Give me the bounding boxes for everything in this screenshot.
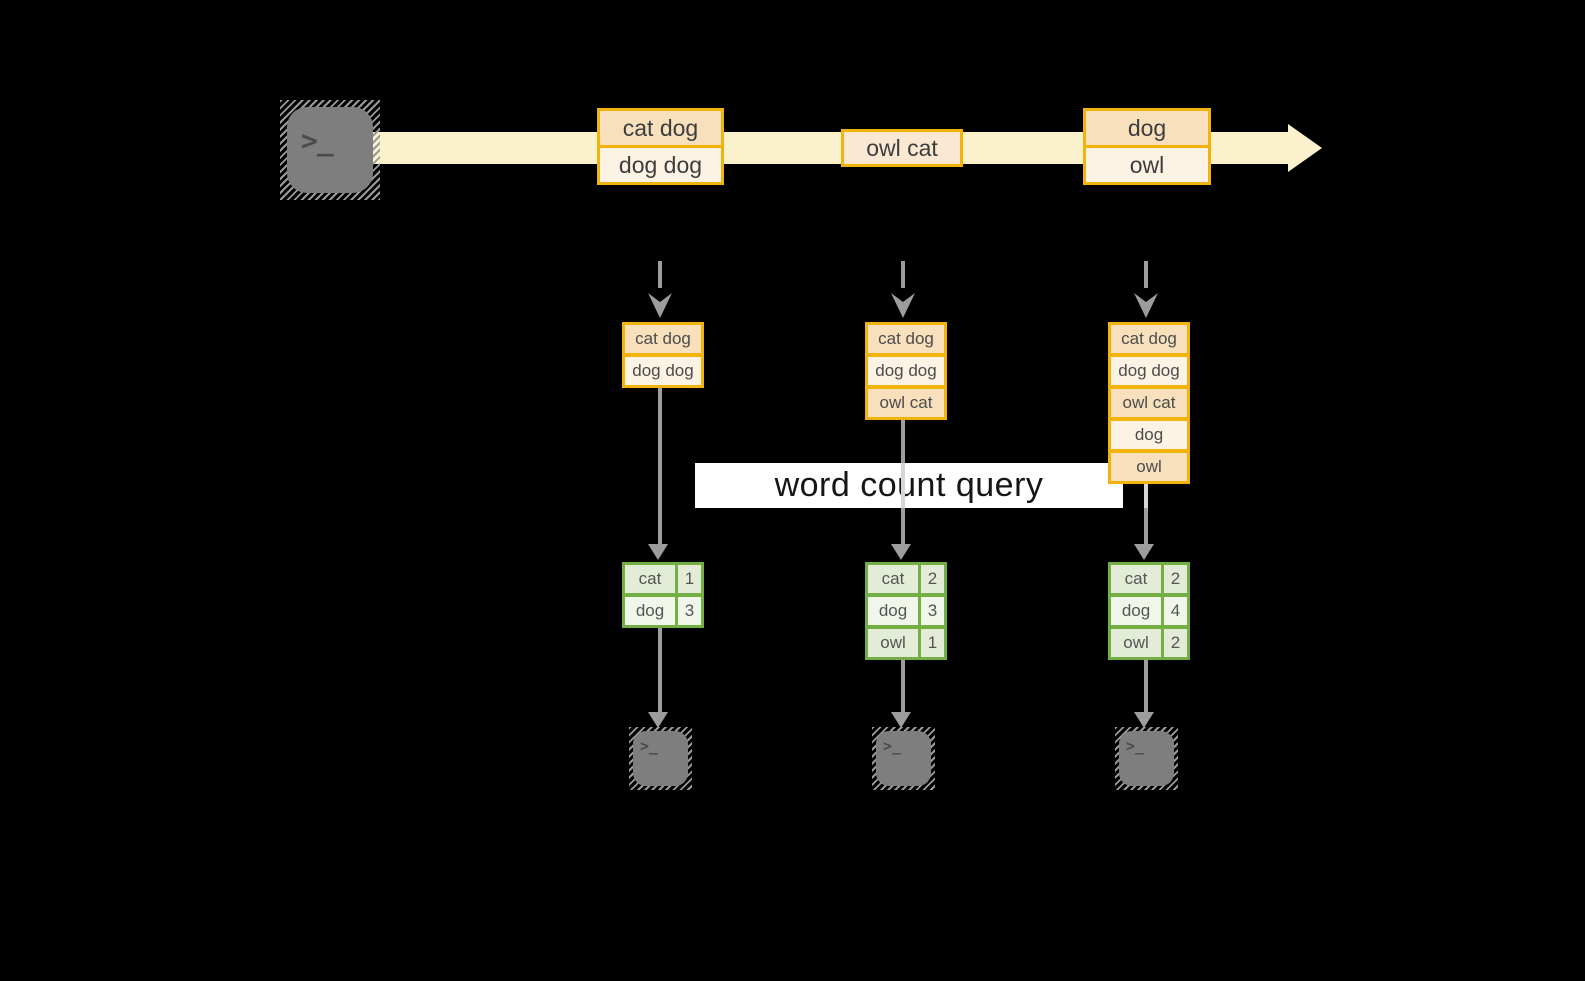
stack-cell: cat dog — [868, 325, 944, 353]
word-cell: cat — [868, 565, 918, 593]
count-cell: 1 — [678, 565, 701, 593]
count-cell: 1 — [921, 629, 944, 657]
terminal-screen — [633, 731, 688, 786]
stack-cell: dog dog — [868, 357, 944, 385]
word-cell: owl — [1111, 629, 1161, 657]
stack-cell: dog dog — [1111, 357, 1187, 385]
table-row: dog 3 — [625, 597, 701, 625]
down-arrowhead-icon — [891, 712, 911, 728]
connector-line — [658, 628, 662, 712]
source-terminal-icon: >_ — [280, 100, 380, 200]
terminal-screen — [287, 107, 373, 193]
stack-cell: dog — [1111, 421, 1187, 449]
connector-line — [901, 660, 905, 712]
terminal-screen — [1119, 731, 1174, 786]
word-cell: dog — [625, 597, 675, 625]
count-cell: 4 — [1164, 597, 1187, 625]
down-arrowhead-icon — [648, 544, 668, 560]
record-stack-1: cat dog dog dog — [622, 322, 704, 388]
terminal-prompt-glyph: >_ — [1126, 737, 1145, 755]
output-terminal-icon: >_ — [1115, 727, 1178, 790]
query-label: word count query — [774, 466, 1044, 504]
count-cell: 3 — [678, 597, 701, 625]
word-cell: owl — [868, 629, 918, 657]
count-cell: 2 — [1164, 629, 1187, 657]
connector-line — [901, 420, 905, 463]
table-row: dog 3 — [868, 597, 944, 625]
down-arrowhead-icon — [891, 544, 911, 560]
connector-line — [1144, 484, 1148, 508]
terminal-screen — [876, 731, 931, 786]
stack-cell: owl — [1111, 453, 1187, 481]
record-cell: dog — [1086, 111, 1208, 145]
record-cell: dog dog — [600, 148, 721, 182]
word-count-table-3: cat 2 dog 4 owl 2 — [1108, 562, 1190, 660]
down-arrowhead-icon — [648, 712, 668, 728]
connector-line — [901, 463, 905, 508]
down-arrowhead-icon — [1134, 293, 1158, 318]
table-row: owl 1 — [868, 629, 944, 657]
terminal-prompt-glyph: >_ — [301, 124, 334, 157]
word-cell: cat — [625, 565, 675, 593]
word-count-table-2: cat 2 dog 3 owl 1 — [865, 562, 947, 660]
word-cell: cat — [1111, 565, 1161, 593]
dashed-arrow-line — [1144, 261, 1148, 288]
count-cell: 2 — [1164, 565, 1187, 593]
stack-cell: owl cat — [1111, 389, 1187, 417]
record-batch-3: dog owl — [1083, 108, 1211, 185]
table-row: cat 2 — [868, 565, 944, 593]
word-cell: dog — [1111, 597, 1161, 625]
query-band: word count query — [695, 463, 1123, 508]
count-cell: 3 — [921, 597, 944, 625]
down-arrowhead-icon — [1134, 712, 1154, 728]
record-stack-3: cat dog dog dog owl cat dog owl — [1108, 322, 1190, 484]
record-cell: owl cat — [844, 132, 960, 164]
record-stack-2: cat dog dog dog owl cat — [865, 322, 947, 420]
stack-cell: dog dog — [625, 357, 701, 385]
record-cell: cat dog — [600, 111, 721, 145]
record-cell: owl — [1086, 148, 1208, 182]
down-arrowhead-icon — [891, 293, 915, 318]
table-row: owl 2 — [1111, 629, 1187, 657]
connector-line — [901, 508, 905, 544]
down-arrowhead-icon — [1134, 544, 1154, 560]
stream-arrowhead-icon — [1288, 124, 1322, 172]
table-row: cat 1 — [625, 565, 701, 593]
connector-line — [1144, 508, 1148, 544]
stack-cell: cat dog — [1111, 325, 1187, 353]
word-count-table-1: cat 1 dog 3 — [622, 562, 704, 628]
connector-line — [658, 388, 662, 544]
dashed-arrow-line — [658, 261, 662, 288]
output-terminal-icon: >_ — [629, 727, 692, 790]
down-arrowhead-icon — [648, 293, 672, 318]
table-row: dog 4 — [1111, 597, 1187, 625]
word-cell: dog — [868, 597, 918, 625]
record-batch-1: cat dog dog dog — [597, 108, 724, 185]
terminal-prompt-glyph: >_ — [883, 737, 902, 755]
count-cell: 2 — [921, 565, 944, 593]
table-row: cat 2 — [1111, 565, 1187, 593]
record-batch-2: owl cat — [841, 129, 963, 167]
output-terminal-icon: >_ — [872, 727, 935, 790]
stack-cell: cat dog — [625, 325, 701, 353]
terminal-prompt-glyph: >_ — [640, 737, 659, 755]
connector-line — [1144, 660, 1148, 712]
dashed-arrow-line — [901, 261, 905, 288]
stack-cell: owl cat — [868, 389, 944, 417]
